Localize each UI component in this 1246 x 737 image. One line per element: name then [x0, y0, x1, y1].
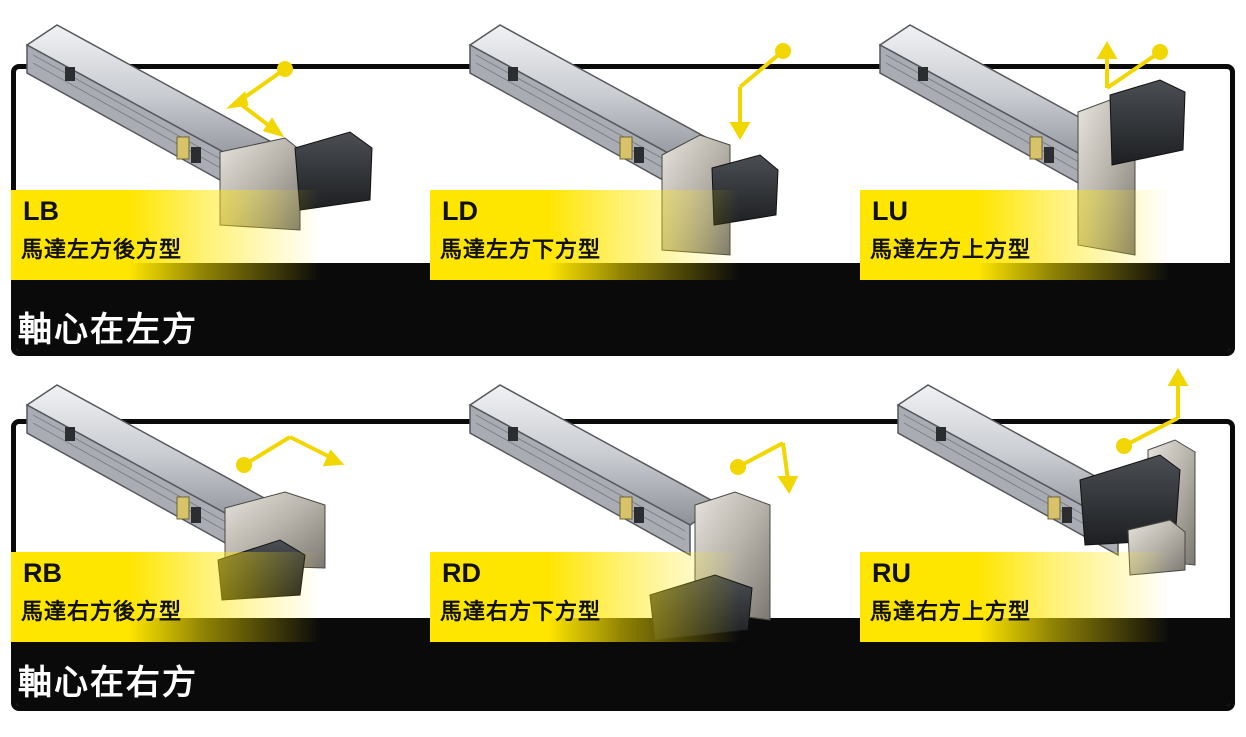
config-code: RB [23, 558, 62, 588]
config-label-ru: RU 馬達右方上方型 [860, 552, 1170, 642]
actuator-ru [897, 368, 1196, 576]
config-code: LD [442, 196, 478, 226]
config-code: RU [872, 558, 911, 588]
arrow-icon [1096, 41, 1168, 90]
config-description: 馬達左方上方型 [870, 238, 1032, 263]
group-title: 軸心在左方 [18, 310, 198, 350]
arrow-icon [236, 435, 345, 473]
config-label-rb: RB 馬達右方後方型 [11, 552, 321, 642]
config-description: 馬達右方下方型 [440, 600, 602, 625]
arrow-icon [730, 441, 799, 494]
config-code: RD [442, 558, 481, 588]
arrow-icon [729, 43, 791, 140]
config-label-lb: LB 馬達左方後方型 [11, 190, 321, 280]
group-title: 軸心在右方 [18, 663, 198, 703]
arrow-icon [1116, 368, 1189, 454]
config-description: 馬達右方上方型 [870, 600, 1032, 625]
config-description: 馬達左方後方型 [21, 238, 183, 263]
config-code: LB [23, 196, 59, 226]
config-code: LU [872, 196, 908, 226]
config-label-rd: RD 馬達右方下方型 [430, 552, 740, 642]
config-description: 馬達右方後方型 [21, 600, 183, 625]
config-label-ld: LD 馬達左方下方型 [430, 190, 740, 280]
config-label-lu: LU 馬達左方上方型 [860, 190, 1170, 280]
arrow-icon [225, 61, 293, 138]
config-description: 馬達左方下方型 [440, 238, 602, 263]
